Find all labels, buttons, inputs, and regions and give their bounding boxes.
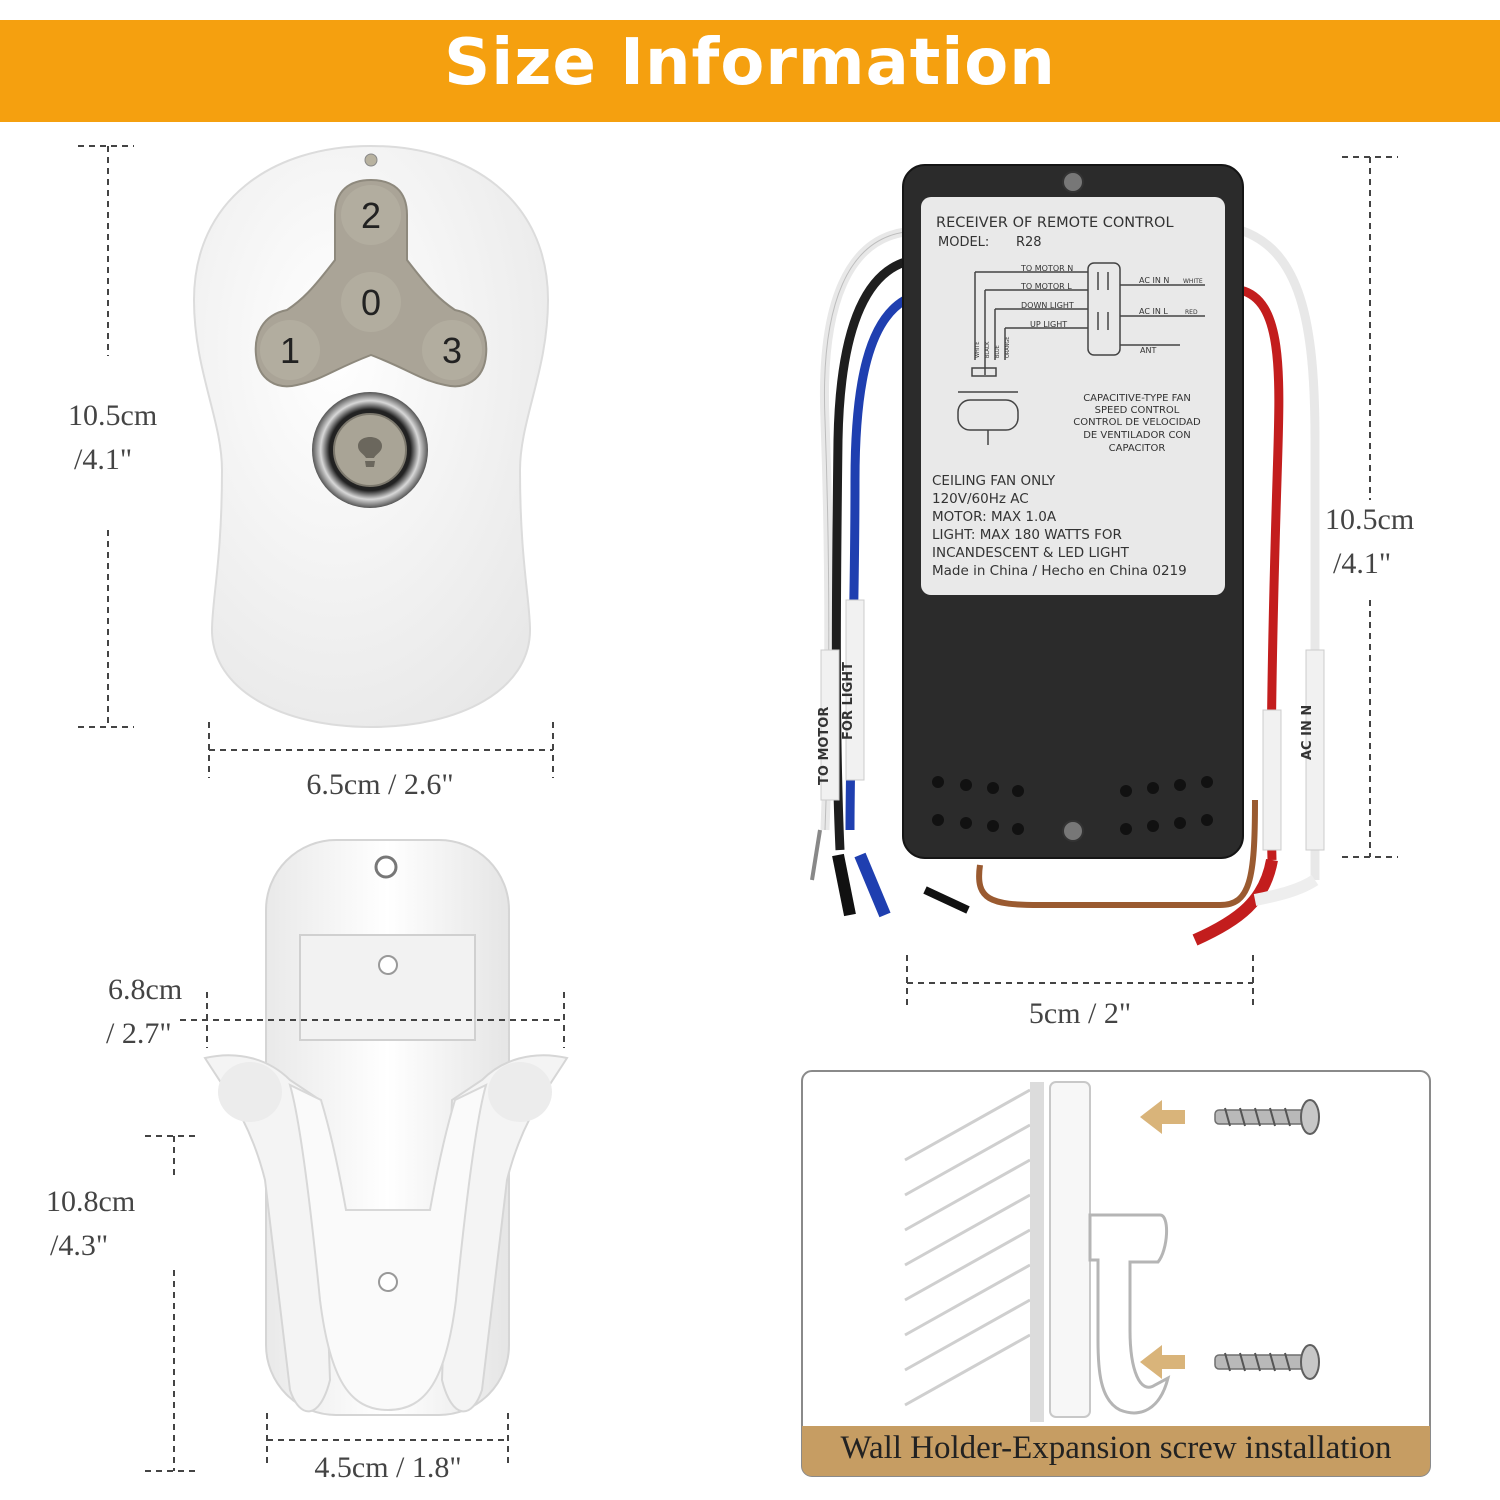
screw-icon [1214,1344,1320,1380]
wire-color-label: BLUE [995,345,1001,358]
bulb-icon [358,437,382,467]
holder-height-cm: 10.8cm [46,1185,136,1218]
screw-icon [1214,1099,1320,1135]
remote-button-0[interactable] [341,272,401,332]
receiver-model-value: R28 [1016,235,1042,250]
remote-button-3-label: 3 [442,330,462,371]
holder-dimension-lines [145,992,565,1472]
spec-line: LIGHT: MAX 180 WATTS FOR [932,527,1122,543]
header-banner [0,20,1500,122]
holder-bottom-label: 4.5cm / 1.8" [314,1451,462,1484]
wiring-label: TO MOTOR N [1020,264,1073,273]
spec-line: 120V/60Hz AC [932,491,1029,507]
receiver-model-key: MODEL: [938,235,989,250]
remote-dimension-lines [78,145,554,778]
mounting-hole-icon [374,855,398,879]
receiver-label-plate [921,197,1225,595]
receiver-width-label: 5cm / 2" [1028,997,1132,1030]
remote-width-label: 6.5cm / 2.6" [306,768,454,801]
spec-line: INCANDESCENT & LED LIGHT [932,545,1130,561]
wire-color-label: WHITE [975,342,981,358]
arrow-left-icon [1140,1345,1185,1379]
wire-tag: FOR LIGHT [841,662,856,740]
speed-control-text: CAPACITIVE-TYPE FAN [1083,393,1191,404]
remote-button-3[interactable] [422,320,482,380]
remote-button-2[interactable] [341,185,401,245]
remote-button-1[interactable] [260,320,320,380]
receiver-label-title: RECEIVER OF REMOTE CONTROL [936,215,1174,231]
screw-icon [1062,820,1084,842]
installation-caption: Wall Holder-Expansion screw installation [840,1430,1392,1466]
receiver-dimension-lines [906,156,1398,1010]
screw-icon [1062,171,1084,193]
wire-tag: TO MOTOR [817,707,832,785]
arrow-left-icon [1140,1100,1185,1134]
holder-height-in: /4.3" [50,1229,109,1262]
remote-button-0-label: 0 [361,282,381,323]
spec-line: Made in China / Hecho en China 0219 [932,563,1187,579]
spec-line: MOTOR: MAX 1.0A [932,509,1057,525]
wiring-label: UP LIGHT [1030,320,1067,329]
wall-hatching [904,1088,1031,1407]
speed-control-text: DE VENTILADOR CON [1083,430,1191,441]
wire-color-label: BLACK [985,341,991,358]
wiring-label: AC IN N [1139,276,1169,285]
wire-color-label: ORANGE [1005,337,1011,358]
wire-color-label: WHITE [1183,278,1203,285]
remote-button-1-label: 1 [280,330,300,371]
speed-control-text: CAPACITOR [1109,443,1166,454]
wiring-label: TO MOTOR L [1020,282,1072,291]
remote-height-cm: 10.5cm [68,399,158,432]
remote-control: 2 0 1 3 [192,144,550,729]
receiver-height-cm: 10.5cm [1325,503,1415,536]
wire-color-label: RED [1185,309,1198,316]
spec-line: CEILING FAN ONLY [932,473,1056,489]
vent-holes [932,776,1213,835]
receiver-unit: RECEIVER OF REMOTE CONTROL MODEL: R28 TO… [810,164,1325,946]
wiring-label: AC IN L [1139,307,1168,316]
holder-width-cm: 6.8cm [108,973,183,1006]
wiring-label: ANT [1140,346,1156,355]
receiver-height-in: /4.1" [1333,547,1392,580]
wall-holder [203,839,569,1416]
speed-control-text: SPEED CONTROL [1095,405,1180,416]
holder-width-in: / 2.7" [106,1017,172,1050]
wiring-label: DOWN LIGHT [1021,301,1074,310]
remote-button-2-label: 2 [361,195,381,236]
wire-tag: AC IN N [1300,705,1315,760]
installation-panel [801,1070,1431,1477]
wiring-diagram [957,262,1205,445]
remote-height-in: /4.1" [74,443,133,476]
caption-bar [802,1426,1430,1476]
speed-control-text: CONTROL DE VELOCIDAD [1073,417,1201,428]
page-title: Size Information [444,26,1056,100]
